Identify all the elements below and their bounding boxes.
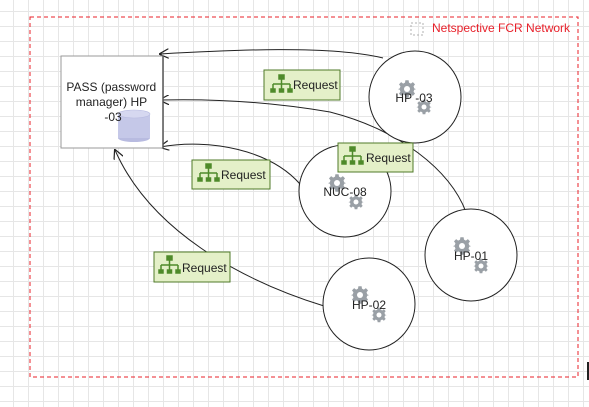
- scrollbar-mark[interactable]: [587, 362, 589, 380]
- data-store-label-line-2: manager) HP: [76, 95, 147, 109]
- request-label-text: Request: [221, 168, 266, 182]
- data-store-label-line-3: -03: [104, 110, 122, 124]
- request-label-text: Request: [366, 151, 411, 165]
- gear-icon: [328, 174, 364, 210]
- network-icon: [270, 74, 293, 93]
- process-hp02[interactable]: HP-02: [322, 257, 416, 351]
- gear-icon: [398, 80, 432, 115]
- network-icon: [158, 255, 181, 274]
- network-boundary[interactable]: [29, 16, 579, 378]
- request-label-nuc08[interactable]: Request: [191, 159, 271, 190]
- flow-hp02-to-pass[interactable]: [115, 150, 325, 307]
- database-cylinder-icon: [117, 109, 151, 142]
- request-label-hp03[interactable]: Request: [263, 69, 341, 101]
- gear-icon: [453, 237, 489, 274]
- request-label-hp01[interactable]: Request: [337, 142, 414, 173]
- data-store-label: PASS (password manager) HP -03: [66, 80, 159, 124]
- process-hp02-label: HP-02: [352, 298, 386, 312]
- process-hp03[interactable]: HP -03: [368, 50, 462, 144]
- request-label-text: Request: [293, 78, 338, 92]
- request-label-text: Request: [182, 261, 227, 275]
- process-hp03-label: HP -03: [395, 91, 432, 105]
- flow-nuc08-to-pass[interactable]: [160, 144, 301, 185]
- process-hp01-label: HP-01: [454, 249, 488, 263]
- data-store-label-line-1: PASS (password: [66, 80, 156, 94]
- network-icon: [341, 146, 364, 165]
- gear-icon: [351, 286, 387, 323]
- network-icon: [197, 163, 220, 182]
- boundary-label: Netspective FCR Network: [432, 21, 571, 35]
- process-nuc08-label: NUC-08: [323, 185, 367, 199]
- process-hp01[interactable]: HP-01: [424, 208, 518, 302]
- data-store-pass[interactable]: PASS (password manager) HP -03: [60, 55, 164, 149]
- flow-hp03-to-pass[interactable]: [160, 50, 384, 58]
- flow-hp01-to-pass[interactable]: [160, 100, 467, 213]
- data-flows: [115, 50, 467, 307]
- request-label-hp02[interactable]: Request: [153, 251, 231, 283]
- boundary-icon: [410, 22, 424, 36]
